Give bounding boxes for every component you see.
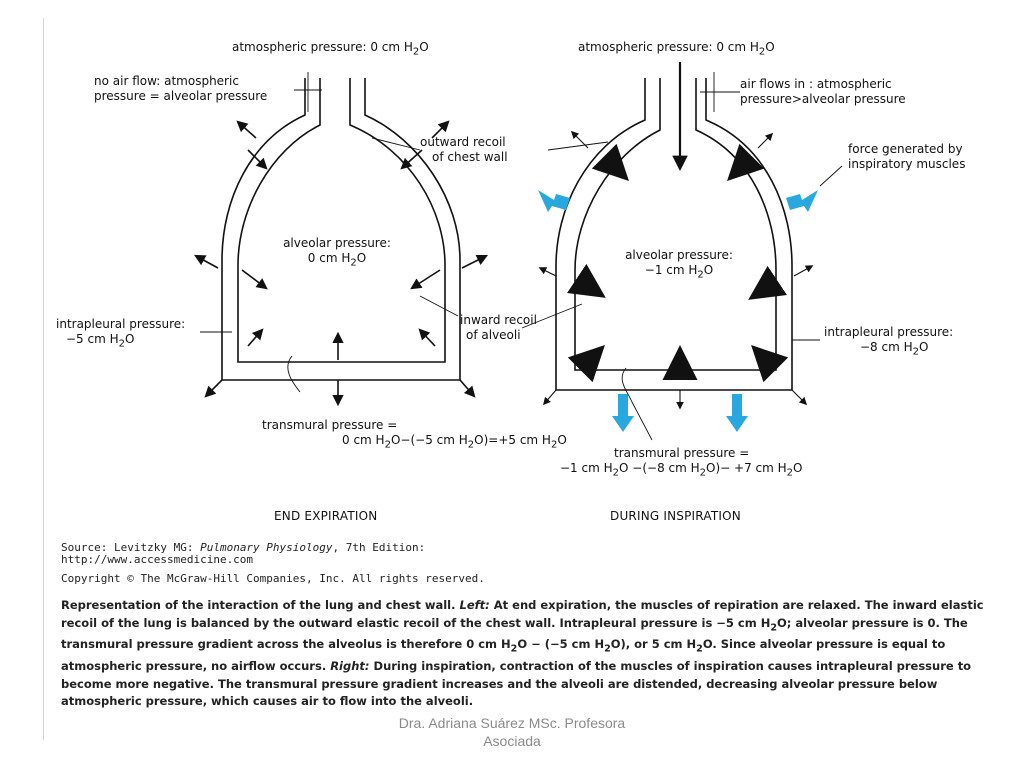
figure-description: Representation of the interaction of the… bbox=[61, 598, 984, 709]
left-alveolar-pressure-label: alveolar pressure:0 cm H2O bbox=[283, 236, 391, 269]
right-inward-thick-arrows bbox=[566, 143, 789, 383]
right-alveolar-pressure-label: alveolar pressure:−1 cm H2O bbox=[625, 248, 733, 281]
source-citation: Source: Levitzky MG: Pulmonary Physiolog… bbox=[61, 541, 426, 554]
source-url: http://www.accessmedicine.com bbox=[61, 553, 254, 566]
left-transmural-pressure-label: transmural pressure = 0 cm H2O−(−5 cm H2… bbox=[262, 418, 567, 451]
right-chest-wall bbox=[555, 78, 793, 391]
left-inward-recoil-arrows bbox=[241, 149, 441, 407]
left-intrapleural-pressure-label: intrapleural pressure:−5 cm H2O bbox=[56, 317, 186, 350]
left-outward-recoil-arrows bbox=[194, 120, 489, 398]
blue-muscle-force-arrows bbox=[538, 190, 818, 432]
right-transmural-pressure-label: transmural pressure = −1 cm H2O −(−8 cm … bbox=[560, 446, 803, 479]
copyright-notice: Copyright © The McGraw-Hill Companies, I… bbox=[61, 572, 485, 585]
during-inspiration-caption: DURING INSPIRATION bbox=[610, 509, 741, 523]
right-leader-lines bbox=[521, 72, 843, 441]
right-intrapleural-pressure-label: intrapleural pressure:−8 cm H2O bbox=[824, 325, 954, 358]
left-atmospheric-pressure-label: atmospheric pressure: 0 cm H2O bbox=[232, 40, 429, 58]
left-chest-wall bbox=[221, 78, 461, 381]
left-leader-lines bbox=[200, 72, 459, 393]
lung-chest-wall-diagram bbox=[194, 62, 843, 441]
left-margin-rule bbox=[43, 18, 44, 740]
end-expiration-caption: END EXPIRATION bbox=[274, 509, 378, 523]
right-atmospheric-pressure-label: atmospheric pressure: 0 cm H2O bbox=[578, 40, 775, 58]
